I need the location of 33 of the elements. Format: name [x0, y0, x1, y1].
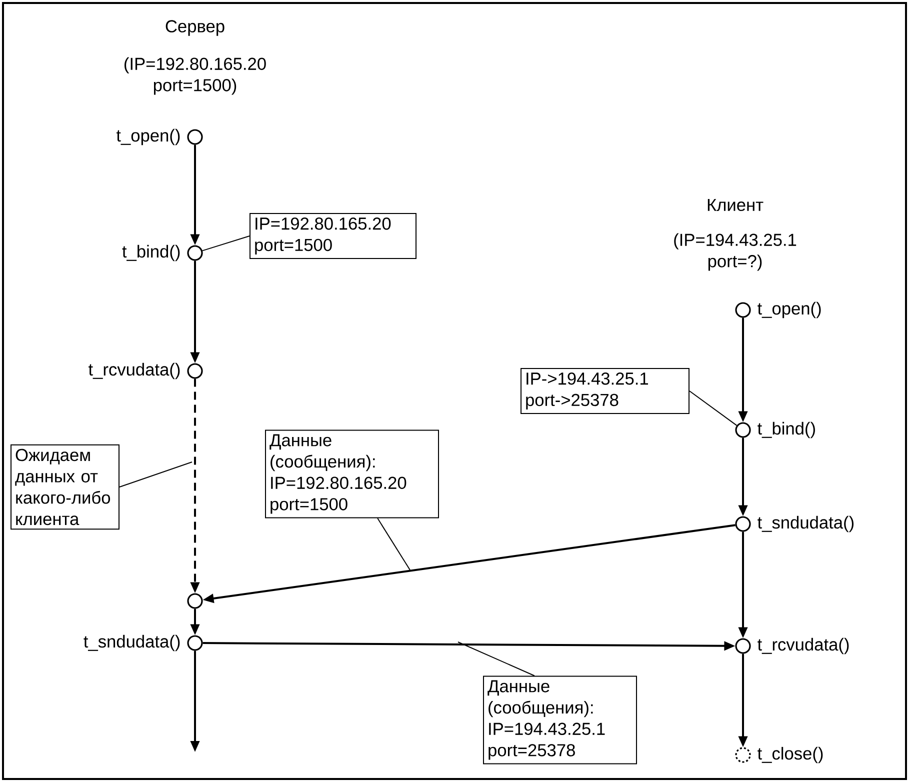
callout-box: Данные (сообщения): IP=194.43.25.1 port=25378 — [483, 676, 637, 764]
function-label: t_sndudata() — [758, 516, 854, 532]
address-label: (IP=192.80.165.20 port=1500) — [124, 57, 266, 95]
function-label: t_open() — [116, 128, 180, 146]
callout-box: Ожидаем данных от какого-либо клиента — [10, 444, 120, 530]
function-label: t_open() — [758, 302, 821, 318]
function-label: t_close() — [758, 746, 823, 764]
event-circle — [187, 635, 203, 651]
event-circle — [187, 363, 203, 379]
event-circle — [187, 245, 203, 261]
event-circle — [735, 422, 751, 438]
function-label: t_rcvudata() — [88, 362, 180, 380]
address-label: (IP=194.43.25.1 port=?) — [674, 233, 796, 271]
event-circle — [187, 129, 203, 145]
dashed-circle — [735, 747, 751, 763]
leader-line — [377, 518, 410, 570]
event-circle — [735, 516, 751, 532]
callout-box: IP=192.80.165.20 port=1500 — [250, 213, 416, 260]
function-label: t_sndudata() — [84, 634, 180, 652]
leader-line — [689, 390, 738, 426]
leader-line — [119, 462, 192, 488]
heading: Сервер — [166, 20, 224, 36]
callout-box: IP->194.43.25.1 port->25378 — [520, 368, 690, 414]
event-circle — [187, 593, 203, 609]
leader-line — [458, 642, 535, 676]
leader-line — [202, 236, 250, 252]
function-label: t_bind() — [122, 244, 180, 262]
heading: Клиент — [708, 198, 764, 212]
event-circle — [735, 302, 751, 318]
function-label: t_bind() — [758, 422, 815, 438]
function-label: t_rcvudata() — [758, 638, 849, 654]
callout-box: Данные (сообщения): IP=192.80.165.20 port=1500 — [265, 430, 439, 518]
event-circle — [735, 638, 751, 654]
